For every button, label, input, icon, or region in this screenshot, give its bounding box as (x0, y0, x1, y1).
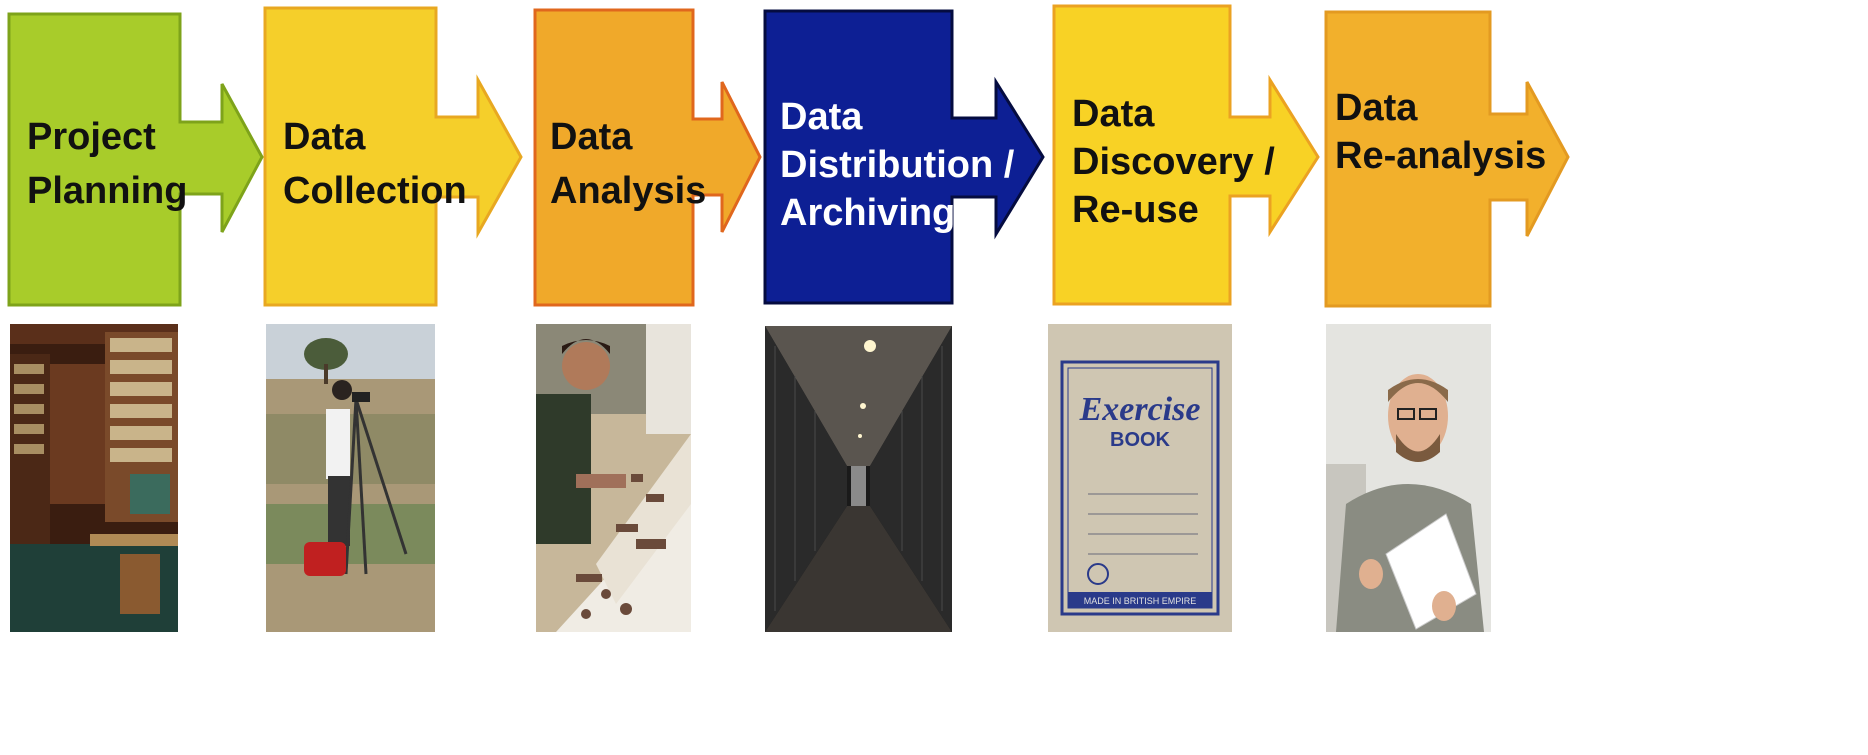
archive-corridor-photo (765, 326, 952, 632)
arrow-body (763, 9, 1045, 305)
arrow-body (7, 12, 264, 307)
bone-analysis-photo (536, 324, 691, 632)
arrow-shape (1324, 10, 1570, 308)
arrow-shape (1052, 4, 1320, 306)
exercise-book-photo: Exercise BOOK MADE IN BRITISH EMPIRE (1048, 324, 1232, 632)
exercise-book-title: Exercise (1079, 391, 1201, 428)
library-photo (10, 324, 178, 632)
stage-label: Data Re-analysis (1335, 87, 1547, 177)
stage-label: Data Collection (283, 116, 467, 212)
stage-project-planning: Project Planning (0, 0, 300, 330)
stage-data-reanalysis: Data Re-analysis (0, 0, 1868, 330)
exercise-book-subtitle: BOOK (1110, 429, 1171, 451)
stage-label: Data Distribution / Archiving (780, 96, 1015, 234)
arrow-shape (263, 6, 523, 307)
arrow-body (533, 8, 762, 307)
stage-data-discovery-reuse: Data Discovery / Re-use (0, 0, 1330, 330)
stage-label: Project Planning (27, 116, 188, 212)
stage-label: Data Analysis (550, 116, 707, 212)
arrow-shape (7, 12, 264, 307)
stage-data-distribution-archiving: Data Distribution / Archiving (0, 0, 1060, 330)
arrow-body (1324, 10, 1570, 308)
stage-data-collection: Data Collection (0, 0, 560, 330)
stage-data-analysis: Data Analysis (0, 0, 800, 330)
surveyor-photo (266, 324, 435, 632)
stage-label: Data Discovery / Re-use (1072, 93, 1275, 231)
arrow-shape (533, 8, 762, 307)
arrow-body (263, 6, 523, 307)
arrow-body (1052, 4, 1320, 306)
exercise-book-footer: MADE IN BRITISH EMPIRE (1084, 596, 1197, 606)
arrow-shape (763, 9, 1045, 305)
researcher-photo (1326, 324, 1491, 632)
